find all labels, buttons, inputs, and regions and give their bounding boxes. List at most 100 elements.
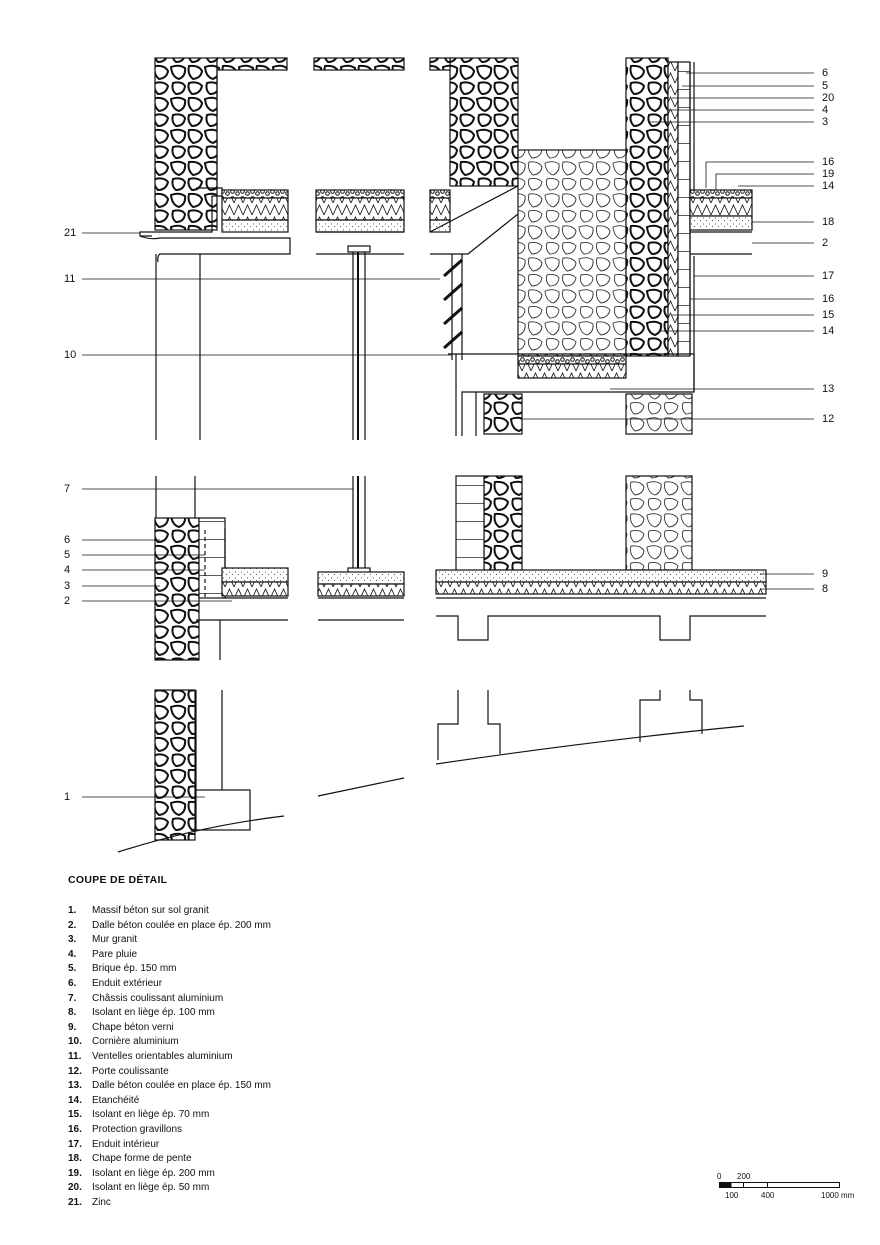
section-drawing — [82, 57, 814, 853]
callout-label: 15 — [822, 309, 835, 321]
legend-item-text: Enduit intérieur — [92, 1138, 160, 1150]
callout-label: 2 — [822, 237, 829, 249]
legend-item: 21.Zinc — [68, 1196, 568, 1211]
legend-item-number: 3. — [68, 934, 77, 946]
legend-item: 15. Isolant en liège ép. 70 mm — [68, 1108, 568, 1123]
legend-item-number: 8. — [68, 1007, 77, 1019]
scale-bar: 0 200 100 400 1000 mm — [715, 1172, 865, 1202]
callout-label: 14 — [822, 325, 835, 337]
legend-item-text: Etanchéité — [92, 1094, 140, 1106]
legend-item-text: Cornière aluminium — [92, 1036, 179, 1048]
legend-item-number: 15. — [68, 1109, 82, 1121]
scale-label: 100 — [725, 1191, 739, 1200]
legend-item: 7. Châssis coulissant aluminium — [68, 992, 568, 1007]
callout-label: 16 — [822, 156, 835, 168]
scale-label: 400 — [761, 1191, 775, 1200]
legend-item-text: Isolant en liège ép. 200 mm — [92, 1167, 215, 1179]
callout-label: 16 — [822, 293, 835, 305]
legend-list: 1. Massif béton sur sol granit 2. Dalle bé… — [68, 904, 568, 1210]
legend-item-text: Chape forme de pente — [92, 1153, 192, 1165]
legend-item: 12. Porte coulissante — [68, 1065, 568, 1080]
legend-item-number: 1. — [68, 905, 77, 916]
legend-item-number: 4. — [68, 948, 77, 960]
callout-label: 17 — [822, 270, 835, 282]
callout-label: 20 — [822, 92, 835, 104]
legend-item: 2. Dalle béton coulée en place ép. 200 mm — [68, 919, 568, 934]
callout-label: 18 — [822, 216, 835, 228]
legend-title: COUPE DE DÉTAIL — [68, 874, 168, 886]
granite-wall-interior — [517, 149, 627, 357]
legend-item: 11. Ventelles orientables aluminium — [68, 1050, 568, 1065]
legend-item-text: Isolant en liège ép. 100 mm — [92, 1007, 215, 1019]
legend-item-number: 12. — [68, 1065, 82, 1077]
callout-label: 6 — [64, 534, 71, 546]
legend-item: 16. Protection gravillons — [68, 1123, 568, 1138]
legend-item: 18. Chape forme de pente — [68, 1152, 568, 1167]
scale-label: 200 — [737, 1172, 751, 1181]
callout-label: 12 — [822, 413, 835, 425]
granite-wall-upper-left — [154, 57, 218, 231]
legend-item-text: Mur granit — [92, 934, 138, 946]
scale-bar-graphic — [719, 1182, 840, 1188]
legend-item: 5.Brique ép. 150 mm — [68, 962, 568, 977]
legend-item-number: 11. — [68, 1050, 82, 1062]
callout-label: 6 — [822, 67, 829, 79]
legend-item-number: 6. — [68, 977, 77, 989]
legend-item-text: Ventelles orientables aluminium — [92, 1050, 233, 1062]
callout-label: 14 — [822, 180, 835, 192]
legend-item-text: Dalle béton coulée en place ép. 200 mm — [92, 919, 272, 931]
callout-label: 3 — [822, 116, 829, 128]
legend-item-number: 9. — [68, 1021, 77, 1033]
callout-label: 11 — [64, 273, 76, 285]
legend-item: 20. Isolant en liège ép. 50 mm — [68, 1181, 568, 1196]
callout-label: 19 — [822, 168, 835, 180]
legend-item-number: 7. — [68, 992, 77, 1004]
legend-item-number: 18. — [68, 1153, 82, 1165]
callout-label: 8 — [822, 583, 829, 595]
legend-item-number: 2. — [68, 919, 77, 931]
scale-label: 0 — [717, 1172, 722, 1181]
legend-item: 10. Cornière aluminium — [68, 1035, 568, 1050]
legend-item-text: Enduit extérieur — [92, 977, 163, 989]
legend-item-number: 10. — [68, 1036, 82, 1048]
legend-item-number: 21. — [68, 1196, 82, 1208]
legend-item-text: Chape béton verni — [92, 1021, 174, 1033]
legend-item-number: 19. — [68, 1167, 82, 1179]
callout-label: 5 — [64, 549, 71, 561]
callout-label: 2 — [64, 595, 71, 607]
legend-item-text: Massif béton sur sol granit — [92, 905, 209, 916]
legend-item: 3. Mur granit — [68, 933, 568, 948]
legend-item-text: Protection gravillons — [92, 1123, 183, 1135]
legend-item: 17. Enduit intérieur — [68, 1138, 568, 1153]
callout-label: 4 — [822, 104, 829, 116]
legend-item: 6. Enduit extérieur — [68, 977, 568, 992]
legend-item-number: 16. — [68, 1123, 82, 1135]
callout-label: 1 — [64, 791, 71, 803]
legend-item: 1. Massif béton sur sol granit — [68, 904, 568, 919]
callout-label: 10 — [64, 349, 77, 361]
legend-item-text: Isolant en liège ép. 70 mm — [92, 1109, 210, 1121]
legend-item-number: 13. — [68, 1080, 82, 1092]
legend-item-number: 17. — [68, 1138, 82, 1150]
legend-item-text: Isolant en liège ép. 50 mm — [92, 1182, 210, 1194]
legend-item: 13. Dalle béton coulée en place ép. 150 m… — [68, 1079, 568, 1094]
legend-item-text: Porte coulissante — [92, 1065, 169, 1077]
legend-item: 4. Pare pluie — [68, 948, 568, 963]
callout-label: 13 — [822, 383, 835, 395]
legend-item-text: Pare pluie — [92, 948, 138, 960]
callout-label: 5 — [822, 80, 829, 92]
legend-item-number: 14. — [68, 1094, 82, 1106]
legend-item: 8. Isolant en liège ép. 100 mm — [68, 1006, 568, 1021]
callout-label: 7 — [64, 483, 71, 495]
legend-item-number: 5. — [68, 963, 77, 975]
legend-item-number: 20. — [68, 1182, 82, 1194]
legend-item: 19. Isolant en liège ép. 200 mm — [68, 1167, 568, 1182]
legend-item: 14. Etanchéité — [68, 1094, 568, 1109]
scale-label: 1000 mm — [821, 1191, 855, 1200]
callout-label: 4 — [64, 564, 71, 576]
legend-item: 9. Chape béton verni — [68, 1021, 568, 1036]
callout-label: 3 — [64, 580, 71, 592]
legend-item-text: Dalle béton coulée en place ép. 150 mm — [92, 1080, 272, 1092]
callout-label: 9 — [822, 568, 829, 580]
legend-item-text: Châssis coulissant aluminium — [92, 992, 224, 1004]
